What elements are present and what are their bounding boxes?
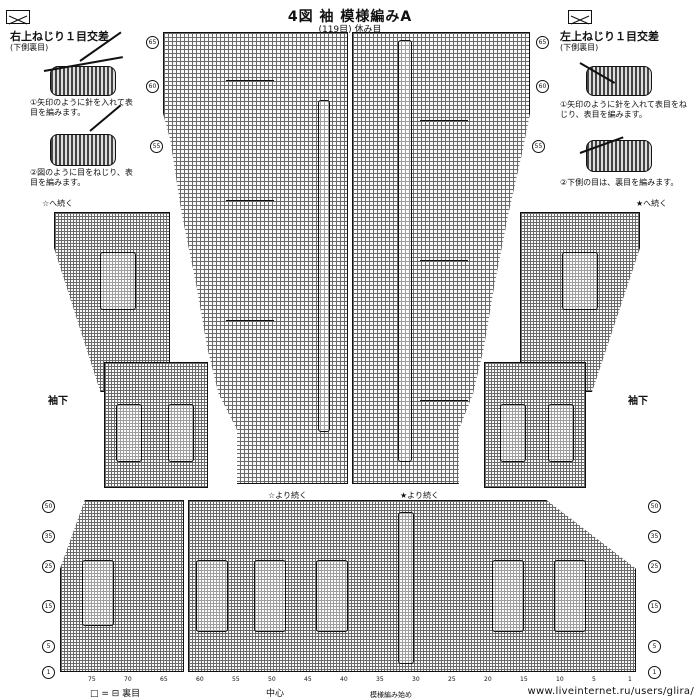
column-tick: 40 xyxy=(340,676,348,683)
knitting-illustration-1 xyxy=(43,31,130,96)
legend-right-step2: ②下側の目は、裏目を編みます。 xyxy=(560,178,679,187)
cable-panel xyxy=(100,252,136,310)
column-tick: 30 xyxy=(412,676,420,683)
row-marker: 65 xyxy=(146,36,159,49)
cross-stitch-mark xyxy=(420,120,468,121)
column-tick: 50 xyxy=(268,676,276,683)
row-marker: 25 xyxy=(42,560,55,573)
cable-panel xyxy=(82,560,114,626)
continue-label: ★より続く xyxy=(400,491,440,500)
row-marker: 60 xyxy=(536,80,549,93)
center-label: 中心 xyxy=(266,689,285,699)
bottom-note: 模様編み始め xyxy=(370,691,412,699)
cable-panel xyxy=(554,560,586,632)
legend-right-title: 左上ねじり１目交差 xyxy=(560,30,659,43)
row-marker: 35 xyxy=(42,530,55,543)
continue-label: ★へ続く xyxy=(636,199,668,208)
cable-panel xyxy=(316,560,348,632)
cable-panel xyxy=(492,560,524,632)
cross-stitch-mark xyxy=(226,200,274,201)
row-marker: 5 xyxy=(648,640,661,653)
cable-panel xyxy=(548,404,574,462)
column-tick: 1 xyxy=(628,676,632,683)
cable-column xyxy=(398,40,412,462)
cross-stitch-mark xyxy=(420,260,468,261)
row-marker: 25 xyxy=(648,560,661,573)
cable-panel xyxy=(168,404,194,462)
cross-symbol-icon xyxy=(6,10,30,25)
symbol-key: □ = ⊟ 裏目 xyxy=(90,689,141,699)
cable-column xyxy=(398,512,414,664)
column-tick: 75 xyxy=(88,676,96,683)
column-tick: 15 xyxy=(520,676,528,683)
row-marker: 15 xyxy=(42,600,55,613)
cross-stitch-mark xyxy=(420,400,468,401)
knitting-illustration-4 xyxy=(579,132,660,172)
chart-top-right-grid xyxy=(352,32,530,484)
column-tick: 65 xyxy=(160,676,168,683)
source-url: www.liveinternet.ru/users/glira/ xyxy=(527,686,694,697)
row-marker: 5 xyxy=(42,640,55,653)
legend-left-step2: ②図のように目をねじり、表目を編みます。 xyxy=(30,168,133,187)
row-marker: 1 xyxy=(42,666,55,679)
row-marker: 65 xyxy=(536,36,549,49)
diagram-subtitle: (119目) 休み目 xyxy=(318,25,382,35)
continue-label: ☆より続く xyxy=(268,491,308,500)
knitting-illustration-2 xyxy=(50,104,130,166)
chart-side-right-lower xyxy=(484,362,586,488)
legend-right-sub: (下側裏目) xyxy=(560,43,599,52)
cable-panel xyxy=(196,560,228,632)
cross-symbol-icon xyxy=(568,10,592,25)
row-marker: 35 xyxy=(648,530,661,543)
diagram-title: 4図 袖 模様編みA xyxy=(287,9,413,25)
sleeve-under-right-label: 袖下 xyxy=(628,396,648,407)
column-tick: 5 xyxy=(592,676,596,683)
row-marker: 1 xyxy=(648,666,661,679)
row-marker: 55 xyxy=(532,140,545,153)
sleeve-under-left-label: 袖下 xyxy=(48,396,68,407)
column-tick: 10 xyxy=(556,676,564,683)
column-tick: 25 xyxy=(448,676,456,683)
legend-right-step1: ①矢印のように針を入れて表目をねじり、表目を編みます。 xyxy=(560,100,687,119)
legend-left-step1: ①矢印のように針を入れて表目を編みます。 xyxy=(30,98,133,117)
column-ticks: 75 70 65 60 55 50 45 40 35 30 25 20 15 1… xyxy=(88,676,648,686)
column-tick: 35 xyxy=(376,676,384,683)
cross-stitch-mark xyxy=(226,80,274,81)
column-tick: 20 xyxy=(484,676,492,683)
row-marker: 15 xyxy=(648,600,661,613)
row-marker: 60 xyxy=(146,80,159,93)
cable-column xyxy=(318,100,330,432)
row-marker: 50 xyxy=(648,500,661,513)
cable-panel xyxy=(562,252,598,310)
chart-bottom-left-grid xyxy=(60,500,184,672)
column-tick: 60 xyxy=(196,676,204,683)
cable-panel xyxy=(254,560,286,632)
legend-left-title: 右上ねじり１目交差 xyxy=(10,30,109,43)
column-tick: 55 xyxy=(232,676,240,683)
cable-panel xyxy=(500,404,526,462)
row-marker: 55 xyxy=(150,140,163,153)
cable-panel xyxy=(116,404,142,462)
column-tick: 45 xyxy=(304,676,312,683)
row-marker: 50 xyxy=(42,500,55,513)
chart-bottom-main-grid xyxy=(188,500,636,672)
knitting-illustration-3 xyxy=(579,56,660,96)
chart-side-left-lower xyxy=(104,362,208,488)
cross-stitch-mark xyxy=(226,320,274,321)
continue-label: ☆へ続く xyxy=(42,199,74,208)
legend-left-sub: (下側裏目) xyxy=(10,43,49,52)
column-tick: 70 xyxy=(124,676,132,683)
